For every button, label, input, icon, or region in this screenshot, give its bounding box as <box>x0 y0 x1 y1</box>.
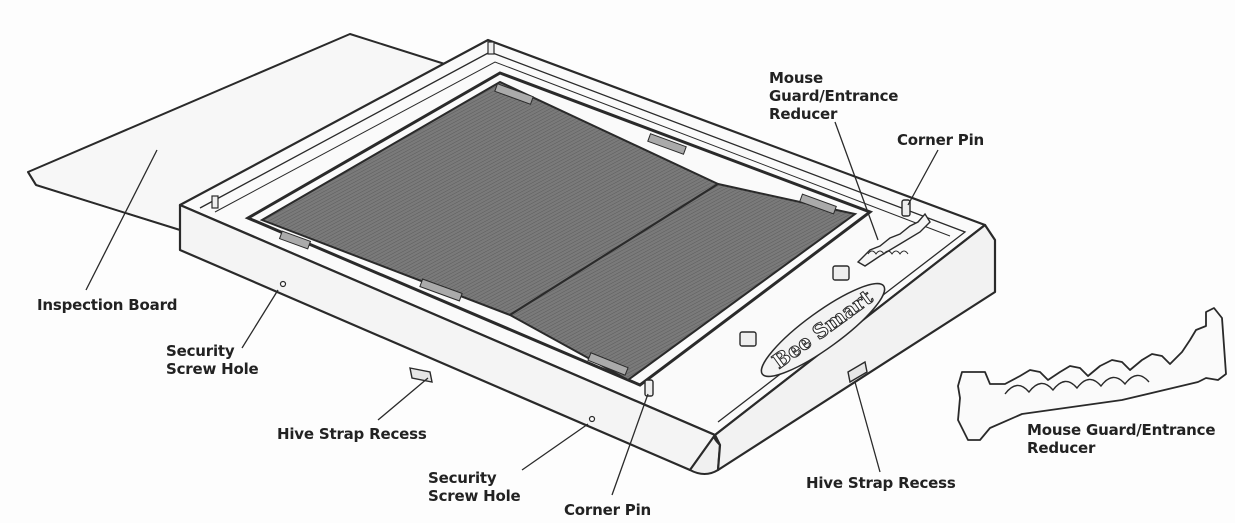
label-hive-strap-recess-left: Hive Strap Recess <box>277 425 427 443</box>
leader-lines <box>85 121 939 496</box>
mouse-guard-detail-drawing <box>957 307 1227 441</box>
installed-mouse-guard <box>739 212 931 347</box>
label-corner-pin-top: Corner Pin <box>897 131 984 149</box>
label-mouse-guard-detail: Mouse Guard/Entrance Reducer <box>1027 421 1216 457</box>
label-hive-strap-recess-right: Hive Strap Recess <box>806 474 956 492</box>
label-security-screw-hole-left: Security Screw Hole <box>166 342 259 378</box>
label-corner-pin-bottom: Corner Pin <box>564 501 651 519</box>
label-inspection-board: Inspection Board <box>37 296 178 314</box>
label-security-screw-hole-bottom: Security Screw Hole <box>428 469 521 505</box>
mesh-screen <box>244 71 874 387</box>
label-mouse-guard-top: Mouse Guard/Entrance Reducer <box>769 69 899 123</box>
